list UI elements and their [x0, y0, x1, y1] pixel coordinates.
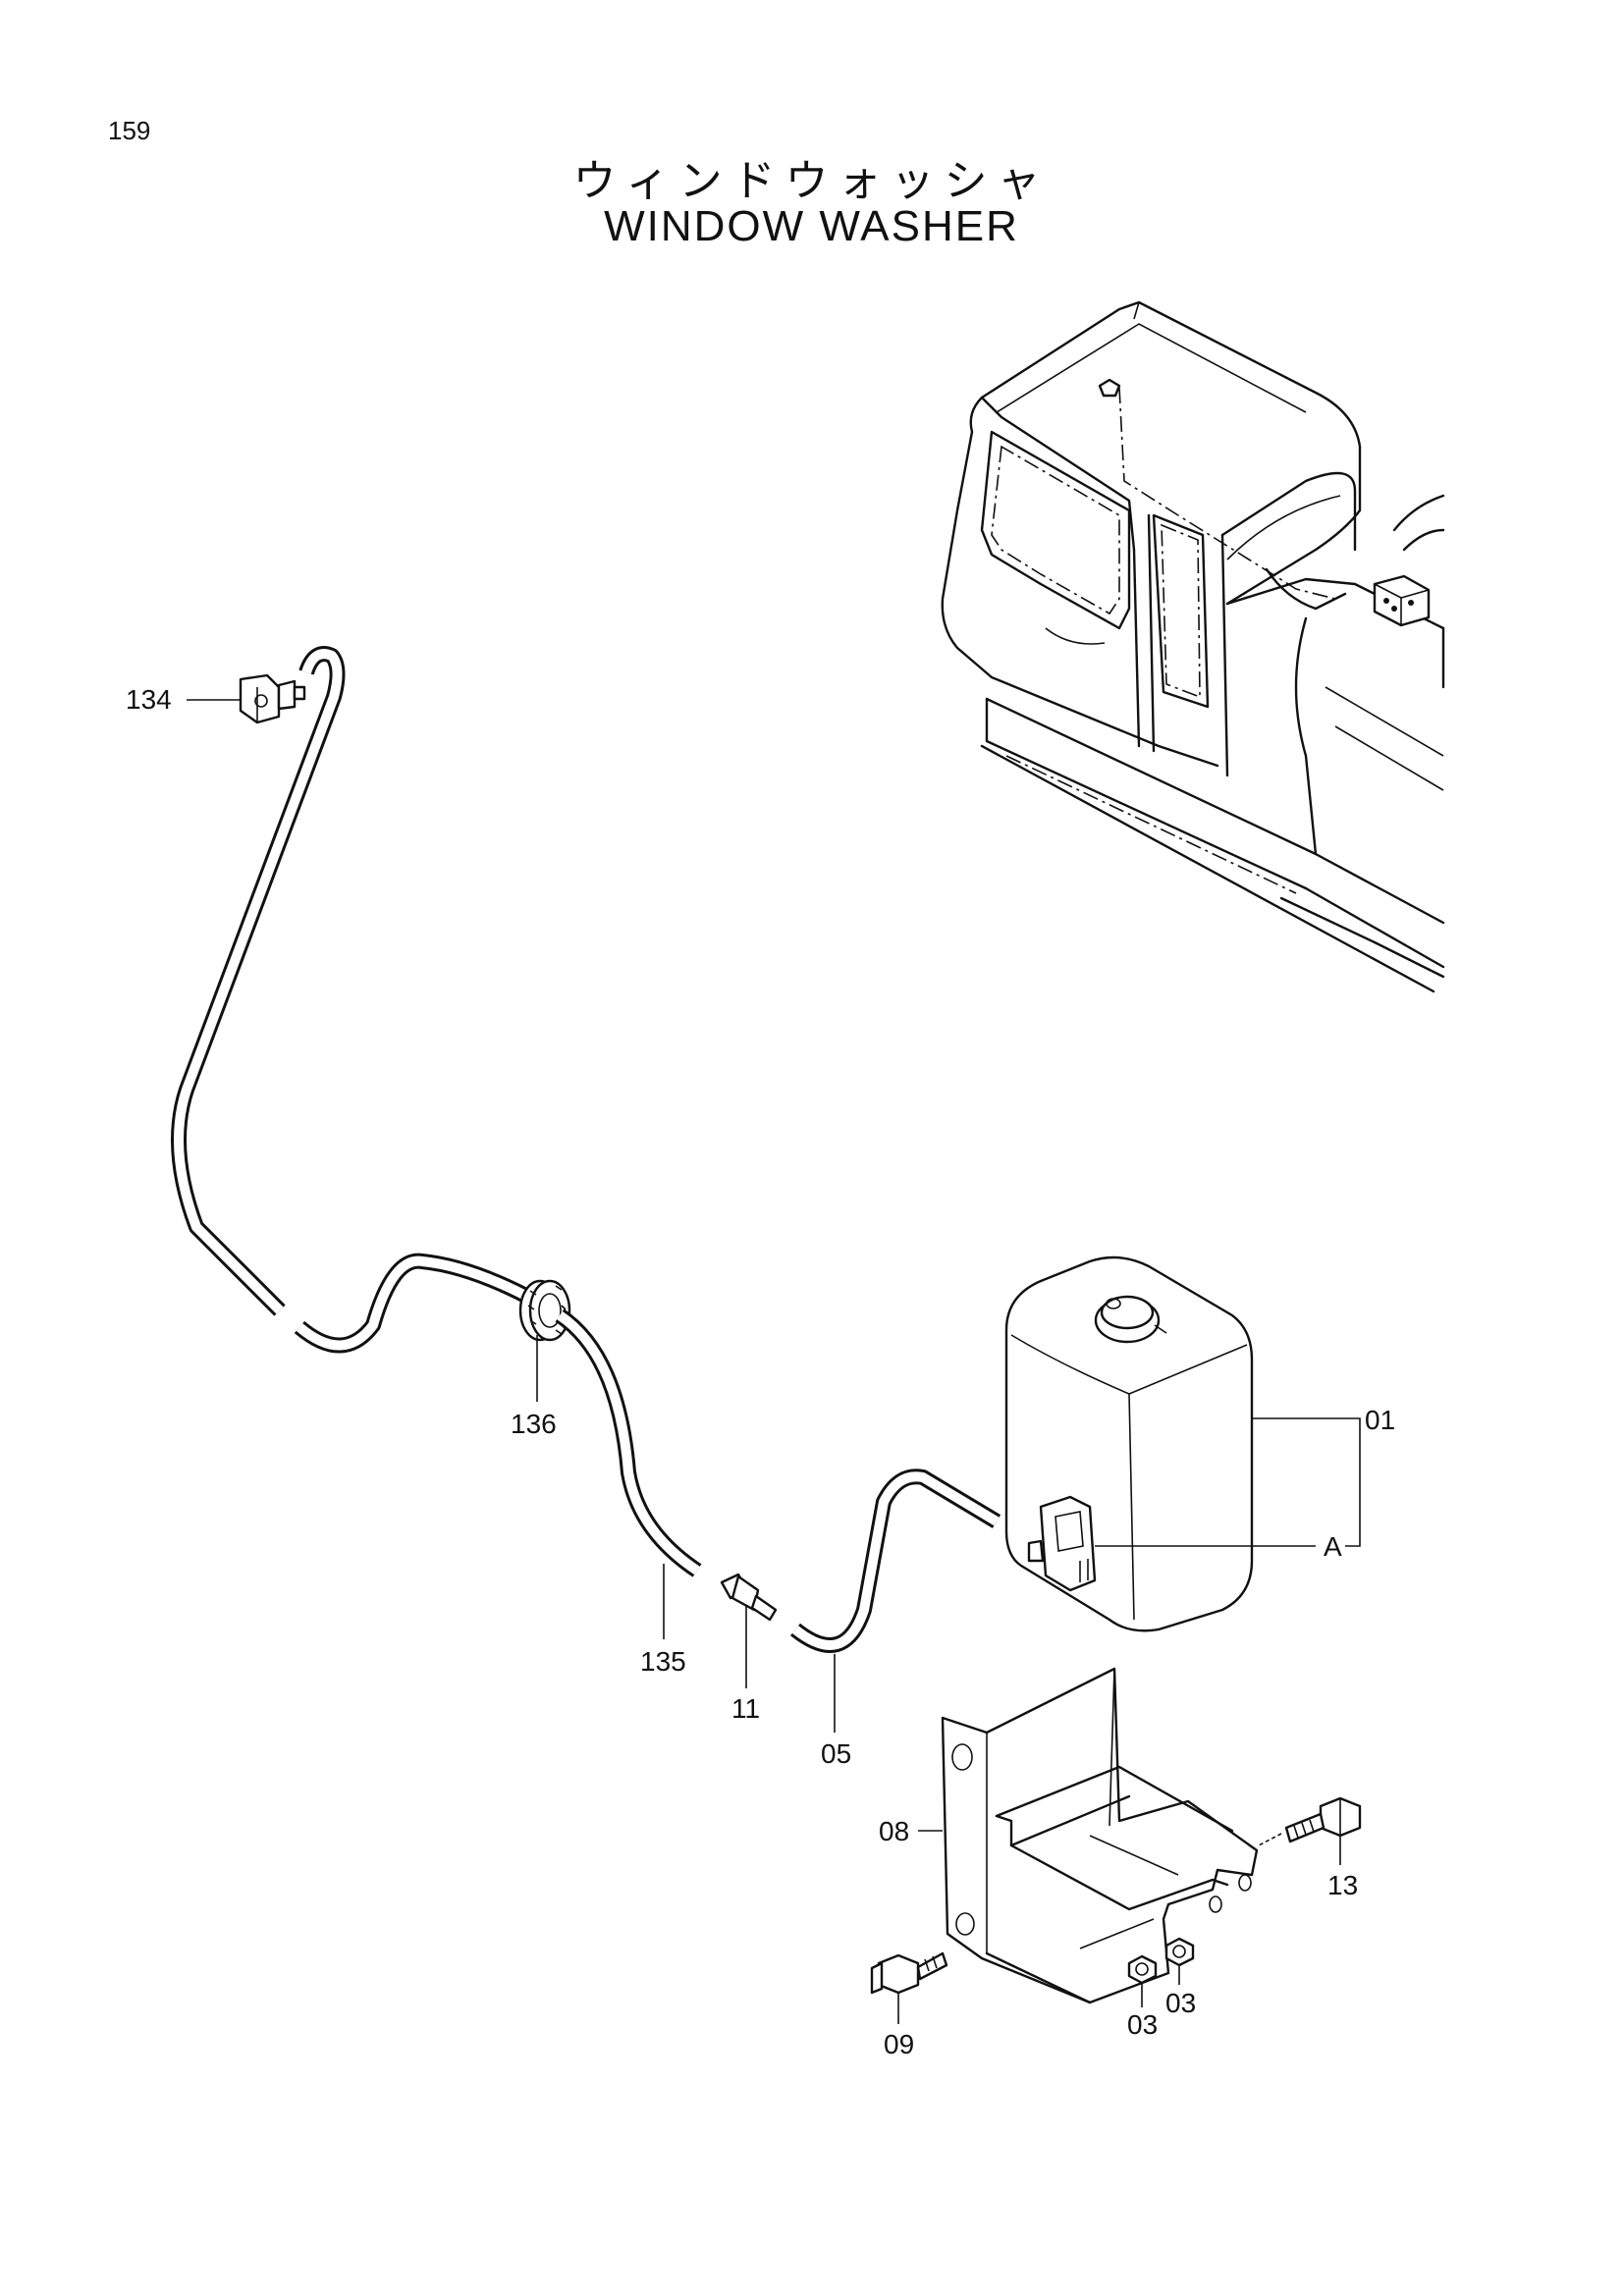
callout-09: 09: [884, 2029, 914, 2059]
title-english: WINDOW WASHER: [604, 202, 1019, 250]
leader-lines: [187, 699, 1361, 2024]
washer-tank-01: [1004, 1255, 1254, 1632]
washer-hose-upper: [171, 646, 539, 1354]
connector-11: [720, 1573, 778, 1622]
callout-a: A: [1324, 1531, 1342, 1562]
callout-08: 08: [879, 1816, 909, 1846]
title-japanese: ウィンドウォッシャ: [572, 156, 1051, 206]
bracket-08: [941, 1667, 1259, 2004]
nozzle-134: [239, 673, 306, 724]
washer-hose-135: [555, 1308, 702, 1577]
callout-11: 11: [731, 1693, 760, 1724]
callout-03-left: 03: [1127, 2009, 1158, 2040]
callout-136: 136: [511, 1409, 557, 1439]
callout-01: 01: [1365, 1405, 1395, 1435]
bolt-13: [1258, 1796, 1362, 1846]
page-number: 159: [108, 116, 151, 145]
grommet-136: [518, 1279, 571, 1342]
callout-labels: 134 136 135 11 05 01 A 08 13 09 03 03: [126, 684, 1395, 2059]
nut-03-right: [1164, 1937, 1195, 1967]
bolt-09: [870, 1951, 948, 1995]
callout-13: 13: [1327, 1870, 1358, 1900]
washer-hose-05: [790, 1468, 1001, 1653]
excavator-cab-illustration: [941, 300, 1445, 993]
nut-03-left: [1127, 1954, 1158, 1985]
callout-05: 05: [821, 1738, 851, 1769]
callout-135: 135: [640, 1646, 686, 1677]
callout-03-right: 03: [1165, 1988, 1196, 2018]
callout-134: 134: [126, 684, 172, 715]
